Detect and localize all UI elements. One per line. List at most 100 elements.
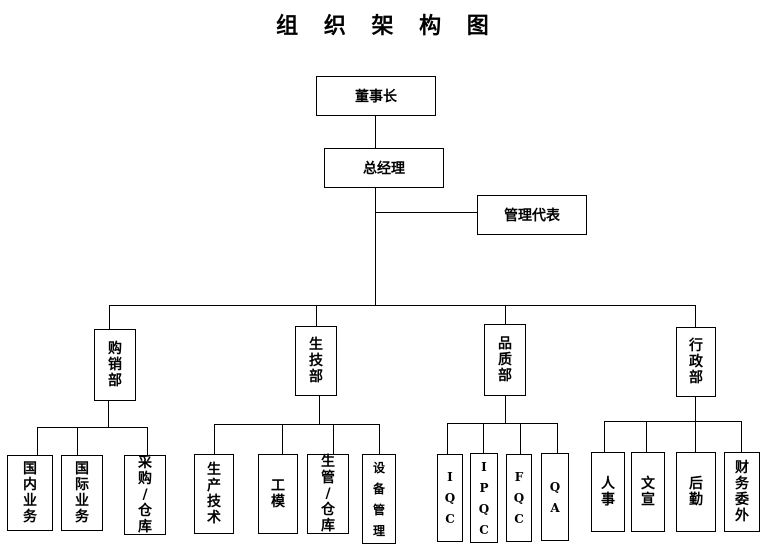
label-char: 生: [309, 337, 323, 353]
vertical-label: 设备管理: [373, 455, 385, 544]
connector-line: [557, 423, 558, 453]
unit-box: 财务委外: [724, 452, 760, 532]
connector-line: [695, 397, 696, 422]
label-char: 设: [372, 460, 385, 475]
label-char: Q: [444, 491, 456, 505]
label-char: 库: [321, 518, 335, 534]
connector-line: [77, 427, 78, 455]
label-char: 后: [689, 476, 703, 492]
vertical-label: 财务委外: [735, 460, 749, 524]
connector-line: [695, 305, 696, 327]
unit-box: 国内业务: [7, 455, 53, 531]
management-rep-box: 管理代表: [477, 195, 587, 235]
vertical-label: 文宣: [641, 476, 655, 508]
label-char: 销: [108, 357, 122, 373]
connector-line: [741, 421, 742, 452]
vertical-label: 购销部: [108, 341, 122, 389]
label-char: 采: [138, 455, 152, 471]
connector-line: [147, 427, 148, 455]
connector-line: [483, 423, 484, 453]
label-char: 技: [309, 353, 323, 369]
unit-box: 文宣: [631, 452, 665, 532]
label-char: 政: [689, 354, 703, 370]
label-char: 工: [271, 478, 285, 494]
label-char: C: [445, 512, 455, 526]
connector-line: [505, 396, 506, 424]
dept-box: 行政部: [676, 327, 716, 397]
vertical-label: 行政部: [689, 338, 703, 386]
vertical-label: 工模: [271, 478, 285, 510]
connector-line: [375, 116, 376, 148]
label-char: 技: [207, 494, 221, 510]
vertical-label: 国内业务: [23, 461, 37, 525]
connector-line: [379, 424, 380, 454]
unit-box: 人事: [591, 452, 625, 532]
connector-line: [646, 421, 647, 452]
label-char: I: [481, 459, 487, 474]
general-manager-box: 总经理: [324, 148, 444, 188]
connector-line: [604, 421, 605, 452]
label-char: C: [479, 522, 489, 537]
label-char: 品: [498, 336, 512, 352]
label-char: 国: [75, 461, 89, 477]
connector-line: [447, 423, 558, 424]
vertical-label: 人事: [601, 476, 615, 508]
connector-line: [108, 401, 109, 428]
label-char: 购: [138, 471, 152, 487]
dept-box: 生技部: [295, 326, 337, 396]
label-char: 仓: [321, 502, 335, 518]
label-char: 部: [309, 369, 323, 385]
vertical-label: 品质部: [498, 336, 512, 384]
label-char: 部: [108, 373, 122, 389]
connector-line: [375, 188, 376, 306]
label-char: 业: [23, 493, 37, 509]
connector-line: [316, 305, 317, 326]
connector-line: [109, 305, 110, 329]
vertical-label: 国际业务: [75, 461, 89, 525]
label-char: 产: [207, 478, 221, 494]
label-char: 务: [735, 476, 749, 492]
label-char: 国: [23, 461, 37, 477]
label-char: Q: [549, 479, 561, 494]
vertical-label: 生技部: [309, 337, 323, 385]
label-char: 模: [271, 494, 285, 510]
label-char: 管: [321, 470, 335, 486]
label-char: 际: [75, 477, 89, 493]
label-char: 行: [689, 338, 703, 354]
label-char: /: [142, 487, 148, 503]
label-char: 术: [207, 510, 221, 526]
connector-line: [520, 423, 521, 454]
label-char: /: [325, 486, 331, 502]
label-char: P: [479, 480, 489, 495]
page-title: 组 织 架 构 图: [276, 13, 498, 39]
vertical-label: 采购/仓库: [138, 455, 152, 535]
connector-line: [282, 424, 283, 454]
unit-box: 国际业务: [61, 455, 103, 531]
label-char: 务: [23, 509, 37, 525]
label-char: 备: [372, 481, 385, 496]
vertical-label: 生管/仓库: [321, 454, 335, 534]
connector-line: [333, 424, 334, 454]
label-char: 事: [601, 492, 615, 508]
label-char: 勤: [689, 492, 703, 508]
label-char: 仓: [138, 503, 152, 519]
connector-line: [447, 423, 448, 454]
label-char: Q: [513, 491, 525, 505]
vertical-label: 后勤: [689, 476, 703, 508]
connector-line: [214, 424, 380, 425]
label-char: 人: [601, 476, 615, 492]
label-char: 购: [108, 341, 122, 357]
connector-line: [37, 427, 38, 455]
unit-box: 后勤: [676, 452, 716, 532]
connector-line: [37, 427, 148, 428]
label-char: I: [447, 470, 453, 484]
label-char: 理: [372, 523, 385, 538]
label-char: Q: [478, 501, 490, 516]
dept-box: 购销部: [94, 329, 136, 401]
label-char: 管: [372, 502, 385, 517]
